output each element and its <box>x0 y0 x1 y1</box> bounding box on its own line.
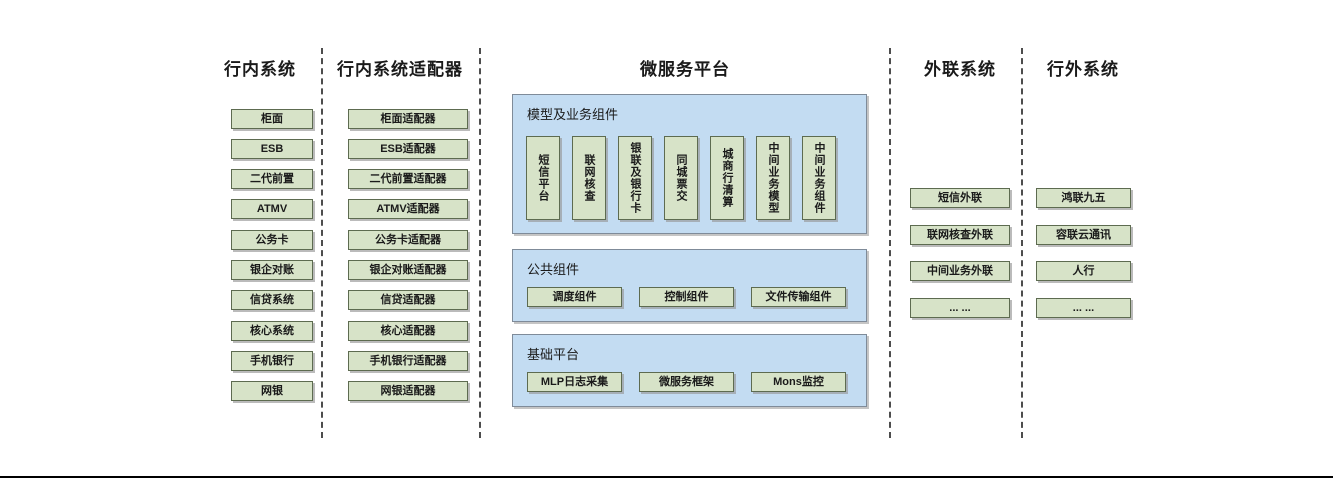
list-item[interactable]: 网银 <box>231 381 313 401</box>
list-item[interactable]: 控制组件 <box>639 287 734 307</box>
list-item[interactable]: MLP日志采集 <box>527 372 622 392</box>
list-item[interactable]: 银企对账适配器 <box>348 260 468 280</box>
column-separator-1 <box>321 48 323 438</box>
column-title-inner-systems: 行内系统 <box>224 60 296 79</box>
group-title-base-platform: 基础平台 <box>527 347 580 362</box>
column-title-outside-bank-systems: 行外系统 <box>1047 60 1119 79</box>
list-item[interactable]: 核心系统 <box>231 321 313 341</box>
list-item[interactable]: ESB <box>231 139 313 159</box>
list-item[interactable]: 人行 <box>1036 261 1131 281</box>
column-title-inner-system-adapters: 行内系统适配器 <box>337 60 463 79</box>
list-item[interactable]: 联网核查外联 <box>910 225 1010 245</box>
list-item[interactable]: 微服务框架 <box>639 372 734 392</box>
list-item[interactable]: 容联云通讯 <box>1036 225 1131 245</box>
column-separator-4 <box>1021 48 1023 438</box>
list-item[interactable]: 公务卡适配器 <box>348 230 468 250</box>
list-item[interactable]: 中间业务模型 <box>756 136 790 220</box>
group-title-public-components: 公共组件 <box>527 262 580 277</box>
list-item[interactable]: 二代前置适配器 <box>348 169 468 189</box>
list-item[interactable]: ... ... <box>910 298 1010 318</box>
list-item[interactable]: 二代前置 <box>231 169 313 189</box>
list-item[interactable]: ATMV适配器 <box>348 199 468 219</box>
list-item[interactable]: Mons监控 <box>751 372 846 392</box>
group-title-model-business-components: 模型及业务组件 <box>527 107 619 122</box>
list-item[interactable]: 城商行清算 <box>710 136 744 220</box>
list-item[interactable]: 同城票交 <box>664 136 698 220</box>
list-item[interactable]: 短信平台 <box>526 136 560 220</box>
list-item[interactable]: ESB适配器 <box>348 139 468 159</box>
list-item[interactable]: 公务卡 <box>231 230 313 250</box>
list-item[interactable]: 手机银行适配器 <box>348 351 468 371</box>
group-panel-public-components: 公共组件 <box>512 249 867 322</box>
list-item[interactable]: 信贷系统 <box>231 290 313 310</box>
column-separator-3 <box>889 48 891 438</box>
list-item[interactable]: 调度组件 <box>527 287 622 307</box>
list-item[interactable]: 联网核查 <box>572 136 606 220</box>
list-item[interactable]: 鸿联九五 <box>1036 188 1131 208</box>
column-separator-2 <box>479 48 481 438</box>
group-panel-base-platform: 基础平台 <box>512 334 867 407</box>
list-item[interactable]: 手机银行 <box>231 351 313 371</box>
column-title-microservice-platform: 微服务平台 <box>640 60 730 79</box>
list-item[interactable]: 中间业务外联 <box>910 261 1010 281</box>
list-item[interactable]: 柜面 <box>231 109 313 129</box>
list-item[interactable]: ATMV <box>231 199 313 219</box>
list-item[interactable]: 信贷适配器 <box>348 290 468 310</box>
list-item[interactable]: 银企对账 <box>231 260 313 280</box>
bottom-divider <box>0 476 1333 478</box>
list-item[interactable]: 网银适配器 <box>348 381 468 401</box>
list-item[interactable]: 短信外联 <box>910 188 1010 208</box>
list-item[interactable]: 柜面适配器 <box>348 109 468 129</box>
list-item[interactable]: ... ... <box>1036 298 1131 318</box>
list-item[interactable]: 核心适配器 <box>348 321 468 341</box>
list-item[interactable]: 文件传输组件 <box>751 287 846 307</box>
list-item[interactable]: 银联及银行卡 <box>618 136 652 220</box>
column-title-external-link-systems: 外联系统 <box>924 60 996 79</box>
list-item[interactable]: 中间业务组件 <box>802 136 836 220</box>
